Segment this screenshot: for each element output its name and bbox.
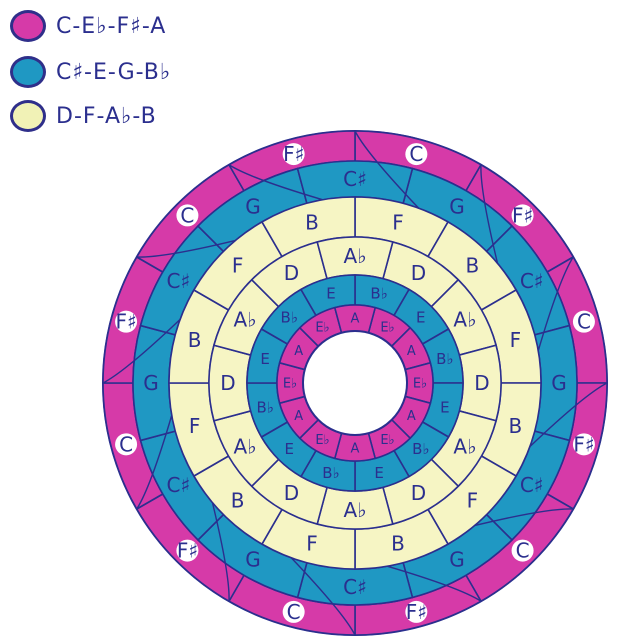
teal-outer-note-label: G xyxy=(245,194,261,218)
inner-note-label: A xyxy=(294,409,303,424)
yellow-mid-note-label: A♭ xyxy=(453,435,476,459)
teal-inner-note-label: E xyxy=(416,308,425,326)
yellow-mid-note-label: A♭ xyxy=(343,244,366,268)
inner-note-label: A xyxy=(351,312,360,327)
outer-note-label: F♯ xyxy=(115,310,136,334)
yellow-outer-note-label: F xyxy=(510,328,522,352)
yellow-mid-note-label: A♭ xyxy=(233,308,256,332)
yellow-mid-note-label: D xyxy=(411,481,426,505)
yellow-mid-note-label: D xyxy=(220,371,235,395)
teal-outer-note-label: G xyxy=(449,548,465,572)
yellow-outer-note-label: B xyxy=(466,254,480,278)
yellow-mid-note-label: D xyxy=(284,261,299,285)
yellow-mid-note-label: D xyxy=(474,371,489,395)
yellow-outer-note-label: B xyxy=(391,531,405,555)
teal-outer-note-label: C♯ xyxy=(520,269,544,293)
yellow-outer-note-label: F xyxy=(467,488,479,512)
inner-note-label: A xyxy=(407,409,416,424)
yellow-outer-note-label: F xyxy=(189,414,201,438)
yellow-outer-note-label: F xyxy=(306,531,318,555)
center-hole xyxy=(303,331,407,435)
teal-inner-note-label: E xyxy=(326,284,335,302)
inner-note-label: E♭ xyxy=(315,433,329,448)
teal-outer-note-label: C♯ xyxy=(343,575,367,599)
teal-outer-note-label: C♯ xyxy=(167,473,191,497)
yellow-mid-note-label: A♭ xyxy=(453,308,476,332)
teal-inner-note-label: E xyxy=(374,464,383,482)
outer-note-label: F♯ xyxy=(406,600,427,624)
yellow-outer-note-label: F xyxy=(232,254,244,278)
inner-note-label: A xyxy=(351,442,360,457)
teal-inner-note-label: E xyxy=(260,350,269,368)
yellow-mid-note-label: D xyxy=(411,261,426,285)
yellow-mid-note-label: D xyxy=(284,481,299,505)
yellow-outer-note-label: B xyxy=(508,414,522,438)
teal-outer-note-label: C♯ xyxy=(520,473,544,497)
teal-outer-note-label: G xyxy=(245,548,261,572)
teal-inner-note-label: B♭ xyxy=(256,398,273,416)
teal-outer-note-label: G xyxy=(143,371,159,395)
outer-note-label: F♯ xyxy=(573,432,594,456)
outer-note-label: C xyxy=(516,539,530,563)
yellow-mid-note-label: A♭ xyxy=(233,435,256,459)
teal-outer-note-label: G xyxy=(449,194,465,218)
teal-inner-note-label: E xyxy=(284,440,293,458)
outer-note-label: C xyxy=(409,142,423,166)
teal-outer-note-label: C♯ xyxy=(343,167,367,191)
teal-inner-note-label: B♭ xyxy=(370,284,387,302)
inner-note-label: E♭ xyxy=(413,377,427,392)
inner-note-label: E♭ xyxy=(380,320,394,335)
inner-note-label: E♭ xyxy=(315,320,329,335)
outer-note-label: F♯ xyxy=(512,203,533,227)
teal-outer-note-label: C♯ xyxy=(167,269,191,293)
inner-note-label: A xyxy=(407,344,416,359)
teal-inner-note-label: B♭ xyxy=(281,308,298,326)
yellow-outer-note-label: B xyxy=(305,211,319,235)
teal-inner-note-label: B♭ xyxy=(322,464,339,482)
teal-inner-note-label: B♭ xyxy=(436,350,453,368)
outer-note-label: C xyxy=(119,432,133,456)
outer-note-label: C xyxy=(577,310,591,334)
inner-note-label: E♭ xyxy=(380,433,394,448)
teal-inner-note-label: E xyxy=(440,398,449,416)
yellow-outer-note-label: B xyxy=(231,488,245,512)
outer-note-label: C xyxy=(287,600,301,624)
yellow-outer-note-label: B xyxy=(188,328,202,352)
inner-note-label: A xyxy=(294,344,303,359)
yellow-mid-note-label: A♭ xyxy=(343,498,366,522)
teal-outer-note-label: G xyxy=(551,371,567,395)
teal-inner-note-label: B♭ xyxy=(412,440,429,458)
yellow-outer-note-label: F xyxy=(392,211,404,235)
inner-note-label: E♭ xyxy=(283,377,297,392)
outer-note-label: C xyxy=(180,203,194,227)
outer-note-label: F♯ xyxy=(177,539,198,563)
outer-note-label: F♯ xyxy=(283,142,304,166)
